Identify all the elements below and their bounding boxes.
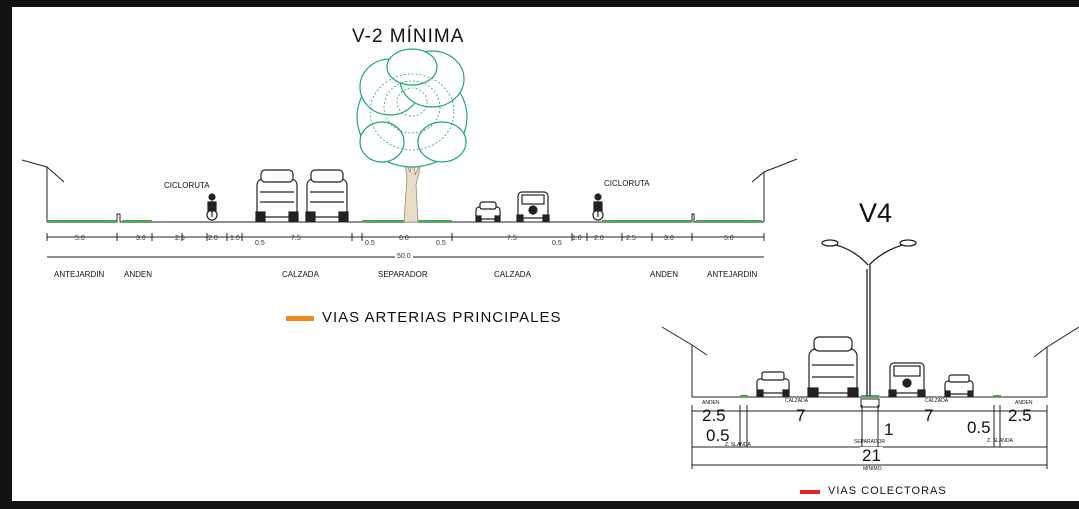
v2-label-antejardin-left: ANTEJARDIN xyxy=(54,270,105,279)
v2-dim-edge-4: 0.5 xyxy=(552,240,562,247)
v4-car-left xyxy=(756,371,790,397)
v4-dim-separador: 1 xyxy=(884,420,894,439)
v4-label-zv-right: Z. SLANDA xyxy=(987,438,1013,444)
v4-dim-zv-right: 0.5 xyxy=(967,418,991,437)
v2-dim-edge-3: 0.5 xyxy=(436,240,446,247)
v4-label-zv-left: Z. SLANDA xyxy=(725,442,751,448)
v4-total-note: MINIMO xyxy=(863,466,882,472)
v2-dim-cicloruta-left: 2.0 xyxy=(208,235,218,242)
v2-label-calzada-right: CALZADA xyxy=(494,270,531,279)
v4-legend-swatch xyxy=(800,490,820,494)
v2-tree xyxy=(356,48,468,223)
v4-label-calzada-left: CALZADA xyxy=(785,398,809,404)
v2-dim-anden-left: 3.0 xyxy=(136,235,146,242)
v4-dim-total: 21 xyxy=(860,446,883,465)
v4-dim-calzada-right: 7 xyxy=(924,406,934,425)
v2-label-anden-left: ANDEN xyxy=(124,270,153,279)
v2-dim-separador: 6.0 xyxy=(399,235,409,242)
v2-label-separador: SEPARADOR xyxy=(378,270,428,279)
v2-dim-calzada-left: 7.5 xyxy=(291,235,301,242)
v2-dim-antejardin-left: 5.0 xyxy=(75,235,85,242)
v2-dim-ticks xyxy=(46,233,765,241)
v2-label-antejardin-right: ANTEJARDIN xyxy=(707,270,758,279)
road-sections-drawing xyxy=(21,48,1079,494)
v2-cyclist-right xyxy=(592,193,604,221)
v2-label-calzada-left: CALZADA xyxy=(282,270,319,279)
drawing-sheet: V-2 MÍNIMA CICLORUTA CICLORUTA 5.0 3.0 2… xyxy=(12,7,1079,501)
v2-dim-edge-2: 0.5 xyxy=(365,240,375,247)
v2-label-anden-right: ANDEN xyxy=(650,270,679,279)
v2-truck-1 xyxy=(255,169,299,222)
v2-title: V-2 MÍNIMA xyxy=(352,26,465,47)
v4-dim-anden-left: 2.5 xyxy=(702,406,726,425)
v2-dim-cicloruta-right: 2.0 xyxy=(594,235,604,242)
v4-title: V4 xyxy=(859,198,893,228)
v4-label-anden-left: ANDEN xyxy=(702,400,720,406)
v4-truck xyxy=(807,336,859,398)
v2-legend-swatch xyxy=(286,316,314,321)
v4-label-anden-right: ANDEN xyxy=(1015,400,1033,406)
v4-ground-line xyxy=(661,326,1079,398)
v2-dim-total: 50.0 xyxy=(395,253,413,260)
v2-cyclist-left xyxy=(206,193,218,221)
v4-legend-label: VIAS COLECTORAS xyxy=(828,485,947,497)
v2-cicloruta-right-label: CICLORUTA xyxy=(604,179,650,188)
v4-label-calzada-right: CALZADA xyxy=(925,398,949,404)
v2-dim-antejardin-right: 5.0 xyxy=(724,235,734,242)
v2-dim-anden-right: 3.0 xyxy=(664,235,674,242)
v4-dim-zv-left: 0.5 xyxy=(706,426,730,445)
v2-dim-buffer-right: 1.0 xyxy=(572,235,582,242)
v2-dim-zv-left: 2.5 xyxy=(175,235,185,242)
v2-dim-zv-right: 2.5 xyxy=(626,235,636,242)
v2-car xyxy=(475,201,501,222)
v4-label-separador: SEPARADOR xyxy=(854,439,886,445)
v2-cicloruta-left-label: CICLORUTA xyxy=(164,181,210,190)
v2-jeep xyxy=(516,191,550,222)
v4-jeep xyxy=(888,362,926,397)
v2-dim-edge-1: 0.5 xyxy=(255,240,265,247)
v2-left-wall xyxy=(21,159,65,222)
v4-street-lamp xyxy=(821,239,917,396)
v4-dim-calzada-left: 7 xyxy=(796,406,806,425)
v2-dim-calzada-right: 7.5 xyxy=(507,235,517,242)
v2-right-wall xyxy=(751,158,798,222)
v4-dim-anden-right: 2.5 xyxy=(1008,406,1032,425)
v2-dim-buffer-left: 1.0 xyxy=(230,235,240,242)
v2-legend-label: VIAS ARTERIAS PRINCIPALES xyxy=(322,309,562,326)
v2-truck-2 xyxy=(305,169,349,222)
v4-car-right xyxy=(944,374,974,397)
